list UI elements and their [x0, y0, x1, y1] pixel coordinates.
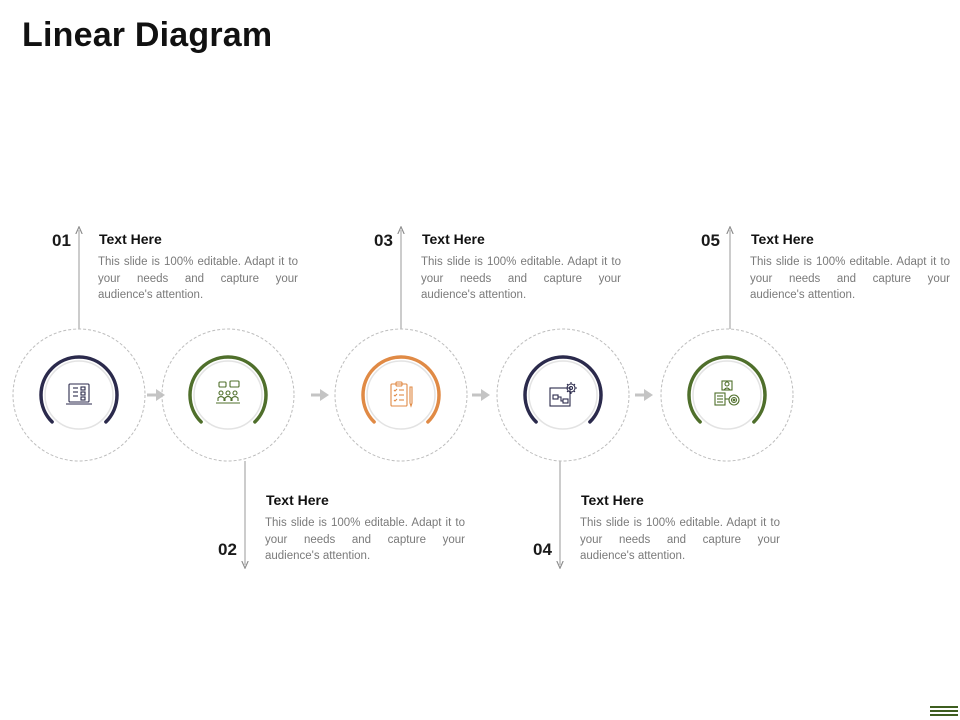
step-description-02: This slide is 100% editable. Adapt it to…	[265, 517, 465, 562]
step-circle-02	[161, 328, 295, 462]
monitor-checklist-icon	[66, 383, 92, 405]
arrow-1-2	[147, 389, 165, 401]
step-description-03: This slide is 100% editable. Adapt it to…	[421, 256, 621, 301]
step-number-01: 01	[52, 231, 71, 250]
step-circle-03	[334, 328, 468, 462]
footer-decoration	[930, 704, 958, 716]
step-number-03: 03	[374, 231, 393, 250]
step-circle-04	[496, 328, 630, 462]
arrow-4-5	[635, 389, 653, 401]
step-heading-04: Text Here	[581, 492, 644, 508]
team-meeting-icon	[216, 380, 240, 404]
manager-target-icon	[714, 380, 740, 406]
step-heading-01: Text Here	[99, 231, 162, 247]
step-number-02: 02	[218, 540, 237, 559]
workflow-gear-icon	[549, 382, 577, 407]
step-description-05: This slide is 100% editable. Adapt it to…	[750, 256, 950, 301]
step-circle-01	[12, 328, 146, 462]
step-description-04: This slide is 100% editable. Adapt it to…	[580, 517, 780, 562]
step-heading-03: Text Here	[422, 231, 485, 247]
arrow-2-3	[311, 389, 329, 401]
step-heading-02: Text Here	[266, 492, 329, 508]
step-circle-05	[660, 328, 794, 462]
step-number-04: 04	[533, 540, 552, 559]
step-heading-05: Text Here	[751, 231, 814, 247]
step-number-05: 05	[701, 231, 720, 250]
step-description-01: This slide is 100% editable. Adapt it to…	[98, 256, 298, 301]
clipboard-checklist-icon	[390, 381, 413, 408]
arrow-3-4	[472, 389, 490, 401]
page-title: Linear Diagram	[22, 16, 273, 54]
